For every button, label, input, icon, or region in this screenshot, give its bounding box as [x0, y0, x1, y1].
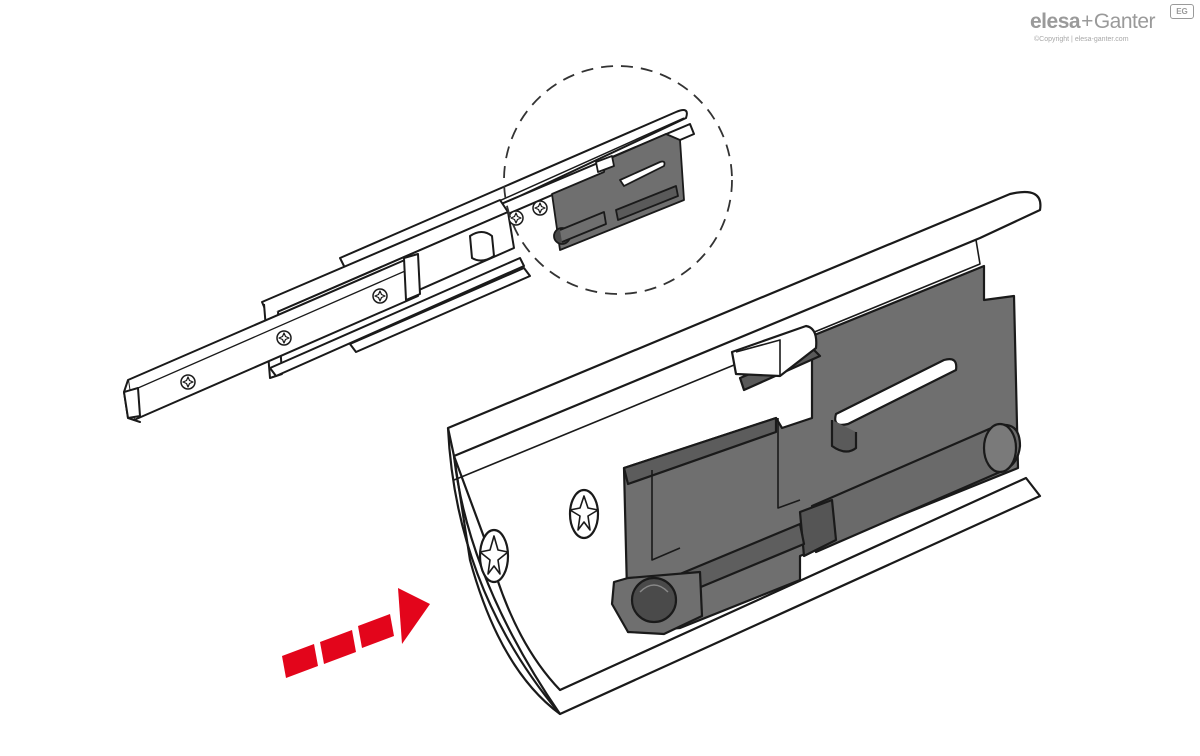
logo-brand-right: Ganter [1093, 10, 1156, 33]
overview-slide [123, 109, 695, 423]
detail-mechanism [610, 264, 1022, 636]
screw-hole-icon [478, 528, 510, 584]
magnifier-circle-icon [503, 65, 733, 295]
logo-plus: + [1081, 10, 1093, 33]
logo-copyright: ©Copyright | elesa-ganter.com [1034, 36, 1129, 43]
detail-rail [446, 190, 1042, 716]
outer-rail [339, 109, 688, 271]
arrow-icon [282, 588, 430, 678]
brand-logo: elesa+Ganter EG ©Copyright | elesa-gante… [1030, 4, 1196, 48]
overview-mechanism [551, 133, 685, 251]
logo-badge: EG [1170, 4, 1194, 19]
logo-brand-left: elesa [1030, 10, 1081, 33]
screw-hole-icon [568, 488, 600, 540]
